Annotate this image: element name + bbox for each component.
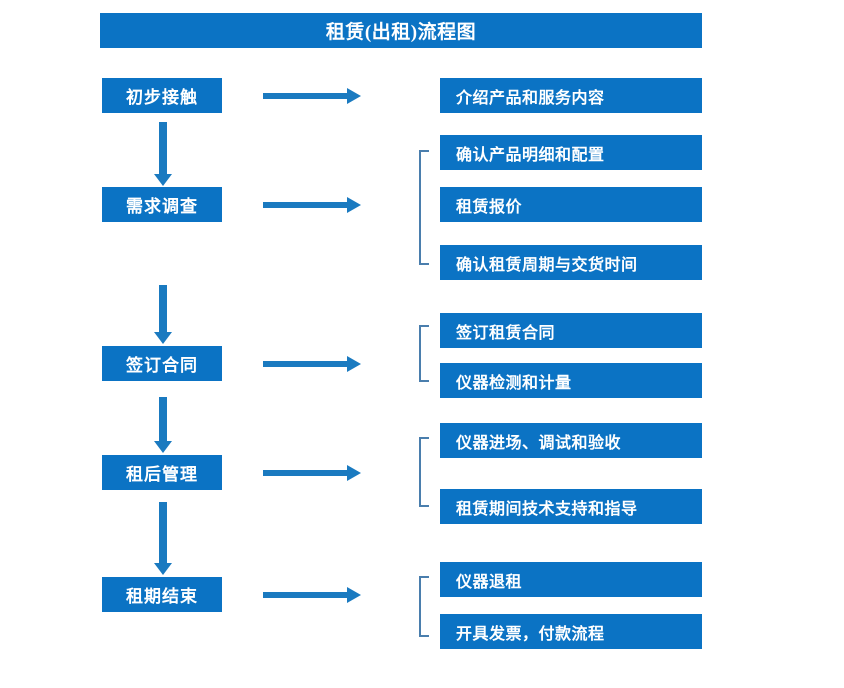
stage-box-5[interactable]: 租期结束 — [102, 577, 222, 612]
down-arrow-icon-1 — [154, 122, 172, 186]
detail-box-7[interactable]: 仪器进场、调试和验收 — [440, 423, 702, 458]
detail-box-9[interactable]: 仪器退租 — [440, 562, 702, 597]
detail-box-4[interactable]: 确认租赁周期与交货时间 — [440, 245, 702, 280]
detail-box-10[interactable]: 开具发票，付款流程 — [440, 614, 702, 649]
detail-box-2[interactable]: 确认产品明细和配置 — [440, 135, 702, 170]
down-arrow-icon-4 — [154, 502, 172, 575]
detail-box-6[interactable]: 仪器检测和计量 — [440, 363, 702, 398]
down-arrow-icon-3 — [154, 397, 172, 453]
detail-box-8[interactable]: 租赁期间技术支持和指导 — [440, 489, 702, 524]
page-title: 租赁(出租)流程图 — [100, 13, 702, 48]
stage-box-2[interactable]: 需求调查 — [102, 187, 222, 222]
group-bracket-1 — [419, 150, 429, 265]
right-arrow-icon-1 — [263, 88, 361, 104]
detail-box-3[interactable]: 租赁报价 — [440, 187, 702, 222]
right-arrow-icon-3 — [263, 356, 361, 372]
stage-box-3[interactable]: 签订合同 — [102, 346, 222, 381]
right-arrow-icon-4 — [263, 465, 361, 481]
group-bracket-2 — [419, 325, 429, 382]
right-arrow-icon-2 — [263, 197, 361, 213]
right-arrow-icon-5 — [263, 587, 361, 603]
stage-box-1[interactable]: 初步接触 — [102, 78, 222, 113]
detail-box-5[interactable]: 签订租赁合同 — [440, 313, 702, 348]
down-arrow-icon-2 — [154, 285, 172, 344]
group-bracket-4 — [419, 576, 429, 637]
stage-box-4[interactable]: 租后管理 — [102, 455, 222, 490]
group-bracket-3 — [419, 437, 429, 507]
detail-box-1[interactable]: 介绍产品和服务内容 — [440, 78, 702, 113]
